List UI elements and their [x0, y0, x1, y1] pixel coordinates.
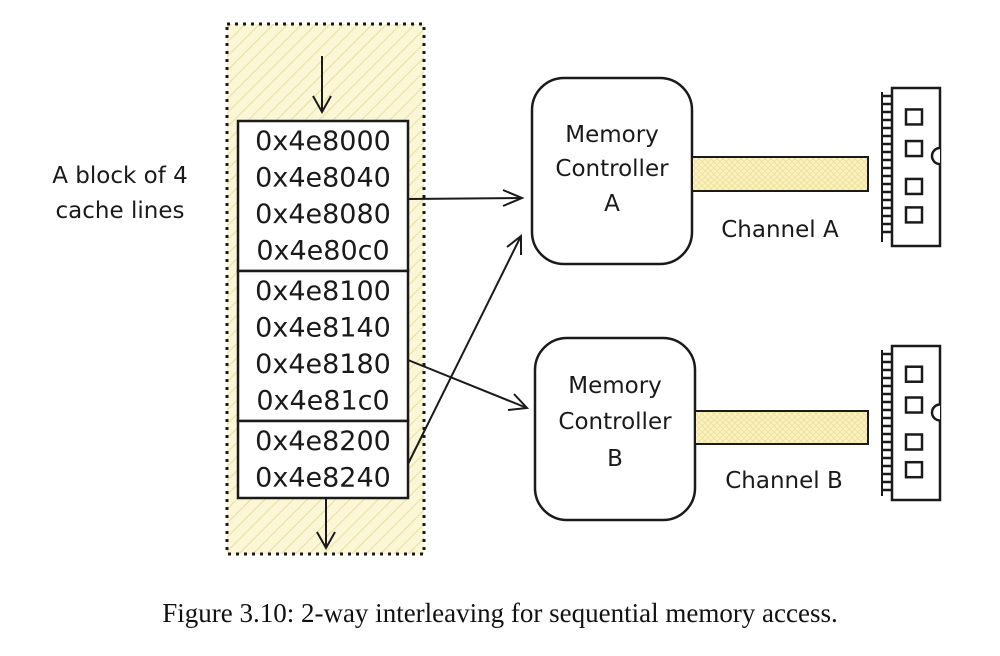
block-label-line-2: cache lines — [56, 198, 185, 224]
address-line: 0x4e8200 — [255, 426, 391, 457]
address-line: 0x4e8080 — [255, 199, 391, 230]
address-block-1 — [236, 119, 410, 273]
channel-b-label: Channel B — [725, 468, 843, 494]
address-line: 0x4e8240 — [255, 463, 391, 494]
channel-a-label: Channel A — [721, 217, 839, 243]
address-line: 0x4e8040 — [255, 163, 391, 194]
address-line: 0x4e8100 — [255, 276, 391, 307]
controller-b-line-1: Memory — [568, 373, 662, 399]
down-arrow-bottom — [316, 490, 336, 551]
address-line: 0x4e80c0 — [256, 236, 389, 267]
arrow-block1-to-controller-a — [407, 189, 525, 207]
arrow-block3-to-controller-a — [407, 233, 522, 465]
address-line: 0x4e8180 — [255, 349, 391, 380]
address-block-2 — [236, 269, 410, 423]
arrow-block2-to-controller-b — [407, 359, 530, 411]
address-line: 0x4e8000 — [255, 126, 391, 157]
interleaving-diagram: 0x4e8000 0x4e8040 0x4e8080 0x4e80c0 0x4e8100… — [52, 22, 942, 556]
controller-a-line-1: Memory — [565, 122, 659, 148]
block-label-line-1: A block of 4 — [52, 163, 188, 189]
address-line: 0x4e8140 — [255, 313, 391, 344]
channel-b-bus — [694, 410, 869, 445]
figure-caption: Figure 3.10: 2-way interleaving for sequ… — [162, 598, 838, 628]
controller-a-line-2: Controller — [555, 156, 669, 182]
address-line: 0x4e81c0 — [256, 386, 389, 417]
address-block-3 — [236, 419, 410, 500]
channel-a-bus — [691, 156, 869, 192]
controller-b-line-2: Controller — [558, 409, 672, 435]
down-arrow-top — [312, 56, 332, 115]
dimm-module-b-icon — [881, 344, 942, 502]
controller-b-line-3: B — [607, 446, 623, 472]
dimm-module-a-icon — [881, 86, 942, 248]
controller-a-line-3: A — [604, 191, 620, 217]
address-blocks: 0x4e8000 0x4e8040 0x4e8080 0x4e80c0 0x4e8100… — [236, 119, 410, 500]
